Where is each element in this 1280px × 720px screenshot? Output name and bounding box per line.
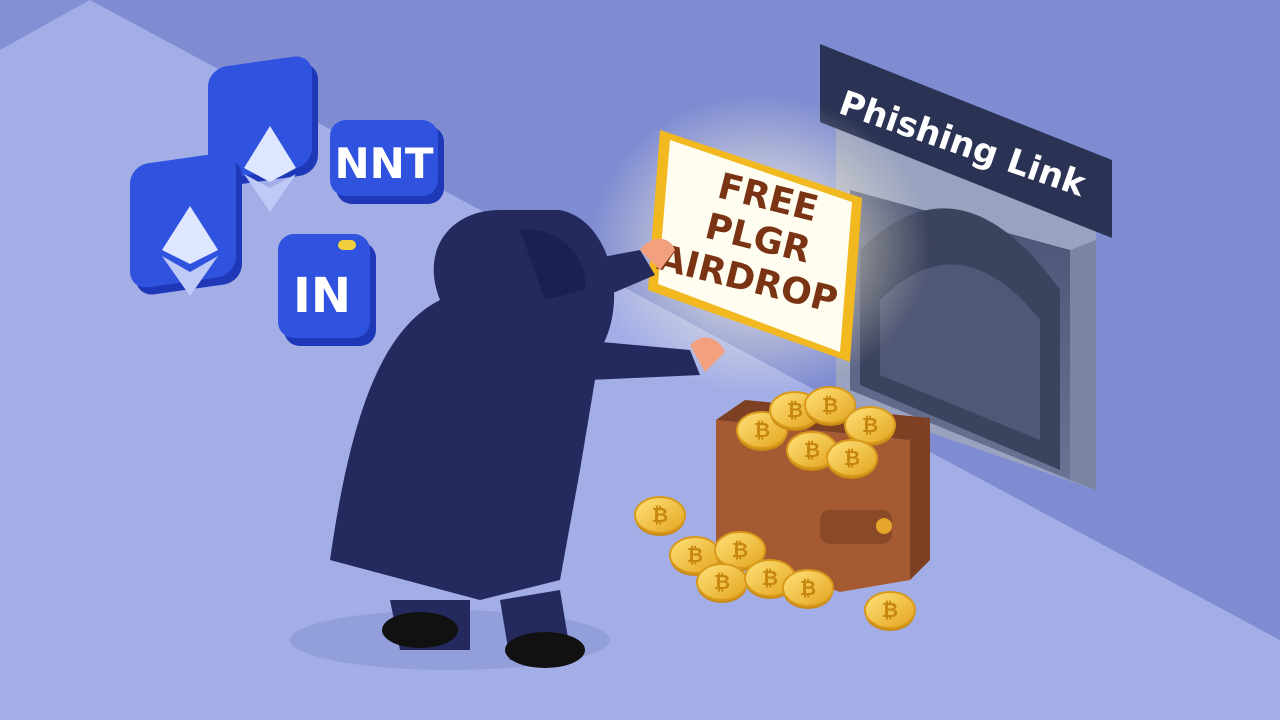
bitcoin-icon: ₿ bbox=[822, 393, 838, 417]
bitcoin-coin: ₿ bbox=[782, 569, 834, 609]
bitcoin-coin: ₿ bbox=[804, 386, 856, 426]
bitcoin-icon: ₿ bbox=[762, 566, 778, 590]
bitcoin-coin: ₿ bbox=[714, 531, 766, 571]
ethereum-tile-back bbox=[208, 56, 318, 212]
bitcoin-icon: ₿ bbox=[714, 570, 730, 594]
bitcoin-icon: ₿ bbox=[800, 576, 816, 600]
bitcoin-coin: ₿ bbox=[696, 563, 748, 603]
ethereum-icon bbox=[162, 206, 218, 296]
nnt-tile: NNT bbox=[330, 120, 444, 204]
hooded-figure bbox=[290, 210, 725, 670]
ethereum-icon bbox=[244, 126, 296, 212]
bitcoin-coin: ₿ bbox=[844, 406, 896, 446]
bitcoin-icon: ₿ bbox=[844, 446, 860, 470]
bitcoin-icon: ₿ bbox=[862, 413, 878, 437]
token-tiles: NNT IN bbox=[130, 56, 444, 346]
bitcoin-icon: ₿ bbox=[754, 418, 770, 442]
bitcoin-icon: ₿ bbox=[804, 438, 820, 462]
in-tile: IN bbox=[278, 234, 376, 346]
in-label: IN bbox=[293, 268, 351, 324]
bitcoin-icon: ₿ bbox=[882, 598, 898, 622]
bitcoin-icon: ₿ bbox=[687, 543, 703, 567]
airdrop-banner: FREE PLGR AIRDROP bbox=[590, 95, 930, 395]
nnt-label: NNT bbox=[335, 139, 434, 188]
bitcoin-icon: ₿ bbox=[732, 538, 748, 562]
bitcoin-coin: ₿ bbox=[864, 591, 916, 631]
bitcoin-coin: ₿ bbox=[826, 439, 878, 479]
ethereum-tile-front bbox=[130, 153, 242, 296]
bitcoin-coin: ₿ bbox=[669, 536, 721, 576]
bitcoin-icon: ₿ bbox=[652, 503, 668, 527]
bitcoin-coin: ₿ bbox=[634, 496, 686, 536]
bitcoin-icon: ₿ bbox=[787, 398, 803, 422]
coins: ₿₿₿₿₿₿₿₿₿₿₿₿₿ bbox=[634, 386, 916, 631]
